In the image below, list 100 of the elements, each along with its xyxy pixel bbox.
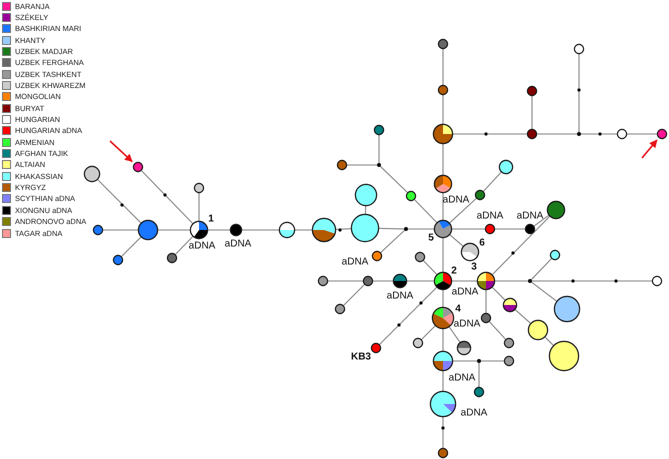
haplotype-label: 6 xyxy=(479,238,485,248)
haplotype-pie xyxy=(431,306,455,330)
network-line xyxy=(483,172,502,192)
network-line xyxy=(423,260,438,275)
haplotype-circle xyxy=(354,183,378,207)
haplotype-circle xyxy=(83,165,101,183)
network-line xyxy=(531,96,533,129)
haplotype-pie xyxy=(433,271,453,291)
network-line xyxy=(242,229,279,231)
haplotype-circle xyxy=(527,319,549,341)
network-line xyxy=(158,229,190,231)
network-line xyxy=(103,229,138,231)
haplotype-circle xyxy=(656,128,668,140)
network-line xyxy=(481,360,504,362)
network-line xyxy=(442,144,444,175)
haplotype-circle xyxy=(132,161,144,173)
haplotype-circle xyxy=(526,128,538,140)
network-line xyxy=(97,179,142,224)
haplotype-pie xyxy=(189,220,209,240)
network-line xyxy=(347,164,377,166)
haplotype-pie xyxy=(392,273,408,289)
haplotype-circle xyxy=(437,38,449,50)
network-line xyxy=(492,286,506,300)
haplotype-label: aDNA xyxy=(448,372,476,384)
network-line xyxy=(414,199,438,223)
haplotype-pie xyxy=(429,390,457,418)
network-line xyxy=(537,133,577,135)
network-line xyxy=(442,238,444,272)
network-line xyxy=(449,198,477,224)
haplotype-circle xyxy=(549,249,561,261)
haplotype-circle xyxy=(503,337,515,349)
haplotype-pie xyxy=(278,221,296,239)
network-line xyxy=(544,336,554,346)
haplotype-pie xyxy=(460,242,480,262)
haplotype-label: aDNA xyxy=(442,194,470,206)
haplotype-circle xyxy=(484,223,496,235)
network-line xyxy=(175,236,194,255)
arrow xyxy=(641,140,658,159)
haplotype-label: aDNA xyxy=(452,286,478,298)
haplotype-circle xyxy=(412,337,424,349)
network-line xyxy=(478,363,480,387)
haplotype-circle xyxy=(573,43,585,55)
network-line xyxy=(378,135,380,163)
haplotype-circle xyxy=(437,447,449,459)
network-line xyxy=(380,166,408,193)
network-line xyxy=(485,290,487,313)
haplotype-circle xyxy=(480,312,492,324)
network-line xyxy=(452,280,477,282)
haplotype-circle xyxy=(524,223,536,235)
network-line xyxy=(328,280,363,282)
network-line xyxy=(530,258,552,280)
network-line xyxy=(364,206,366,214)
network-line xyxy=(442,95,444,124)
haplotype-circle xyxy=(336,159,348,171)
network-line xyxy=(532,280,652,282)
haplotype-circle xyxy=(193,182,205,194)
network-line xyxy=(408,228,434,230)
network-line xyxy=(198,193,200,221)
haplotype-circle xyxy=(616,128,628,140)
network-line xyxy=(488,321,506,340)
network-line xyxy=(407,280,434,282)
haplotype-circle xyxy=(229,223,243,237)
network-line xyxy=(495,228,525,230)
haplotype-label: KB3 xyxy=(351,352,371,362)
haplotype-circle xyxy=(437,84,449,96)
haplotype-circle xyxy=(651,275,663,287)
network-line xyxy=(442,49,444,85)
arrow xyxy=(109,140,133,162)
median-vector-dot xyxy=(576,131,582,137)
haplotype-label: aDNA xyxy=(476,210,504,222)
haplotype-pie xyxy=(433,219,453,239)
haplotype-label: 5 xyxy=(428,232,434,244)
network-line xyxy=(492,216,550,275)
network-line xyxy=(442,193,444,220)
network-line xyxy=(453,133,527,135)
network-line xyxy=(534,214,550,226)
haplotype-circle xyxy=(350,213,380,243)
haplotype-label: aDNA xyxy=(224,238,252,250)
network-line xyxy=(373,280,393,282)
haplotype-label: aDNA xyxy=(516,210,544,222)
network-line xyxy=(442,371,444,391)
haplotype-label: aDNA xyxy=(460,408,488,418)
haplotype-circle xyxy=(498,159,514,175)
haplotype-label: 2 xyxy=(451,266,457,276)
haplotype-label: 3 xyxy=(471,262,477,272)
haplotype-label: aDNA xyxy=(454,318,480,330)
haplotype-circle xyxy=(370,342,382,354)
network-line xyxy=(336,228,352,230)
network-line xyxy=(379,286,438,345)
network-line xyxy=(442,417,444,448)
network-line xyxy=(495,280,528,282)
network-line xyxy=(452,228,485,230)
haplotype-circle xyxy=(405,190,417,202)
haplotype-pie xyxy=(502,297,518,313)
haplotype-label: 4 xyxy=(455,304,461,314)
network-line xyxy=(295,229,312,231)
network-line xyxy=(514,309,531,324)
haplotype-circle xyxy=(112,254,124,266)
network-line xyxy=(448,326,460,343)
median-vector-dot xyxy=(376,162,382,168)
